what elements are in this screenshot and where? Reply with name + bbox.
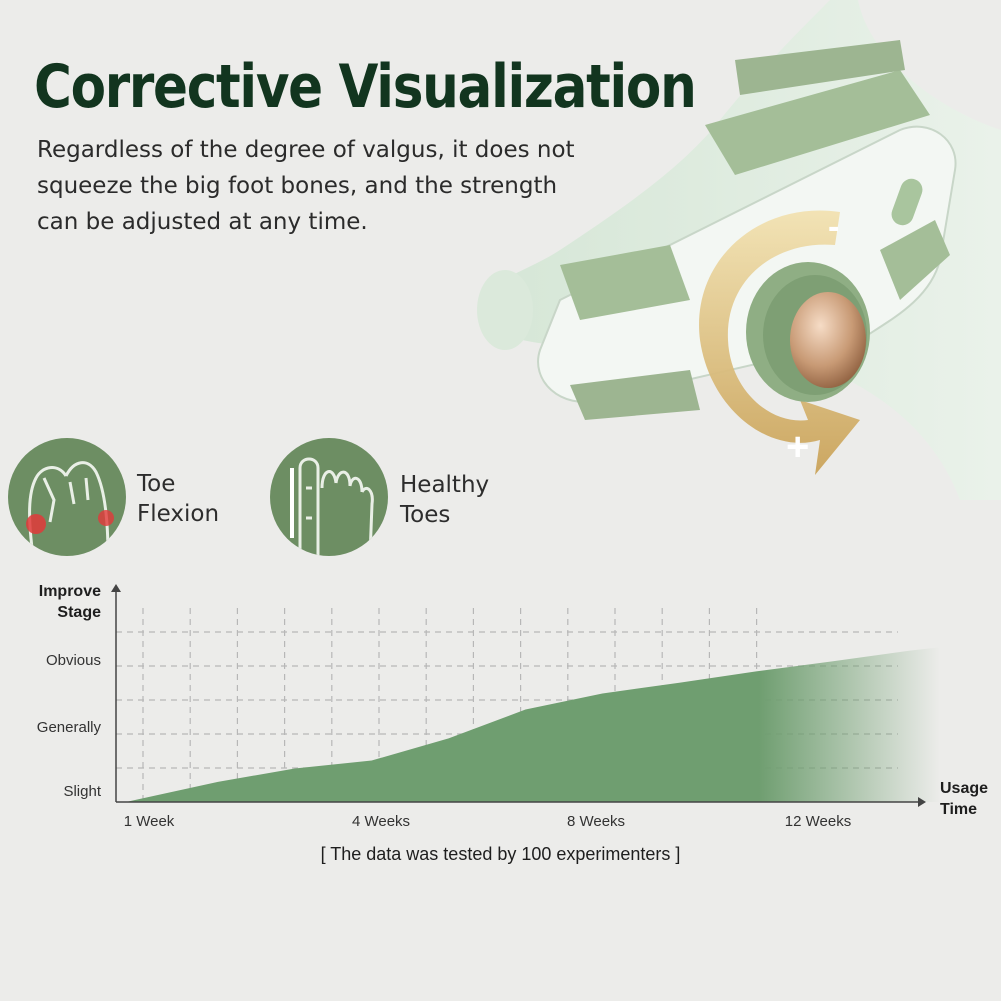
strap-right [880, 220, 950, 300]
x-tick-label: 4 Weeks [352, 813, 410, 830]
page-title: Corrective Visualization [34, 52, 697, 122]
description-line-2: squeeze the big foot bones, and the stre… [37, 173, 558, 199]
healthy-toes-line-2: Toes [400, 502, 451, 528]
y-tick-label: Obvious [46, 652, 101, 669]
description-line-1: Regardless of the degree of valgus, it d… [37, 137, 575, 163]
pain-highlight-right [98, 510, 114, 526]
x-tick-label: 12 Weeks [785, 813, 851, 830]
y-axis-arrow-icon [111, 584, 121, 592]
product-illustration: - + [477, 0, 1001, 500]
improvement-chart: Improve Stage Usage Time Slight Generally… [37, 583, 988, 830]
improvement-area [116, 647, 940, 802]
chart-footnote: [ The data was tested by 100 experimente… [320, 844, 681, 864]
x-axis-title-line-1: Usage [940, 780, 988, 797]
toe-flexion-line-2: Flexion [137, 501, 220, 527]
y-tick-label: Slight [63, 783, 101, 800]
minus-sign: - [828, 208, 839, 246]
healthy-toes-badge [270, 438, 388, 556]
healthy-toes-line-1: Healthy [400, 472, 490, 498]
adjust-knob[interactable] [746, 262, 870, 402]
plus-sign: + [786, 425, 809, 469]
toe-flexion-badge [8, 438, 126, 556]
strap-toe [560, 245, 700, 420]
healthy-foot-icon [290, 457, 374, 556]
y-axis-title-line-1: Improve [39, 583, 101, 600]
x-axis-title-line-2: Time [940, 801, 977, 818]
bunion-foot-icon [26, 461, 114, 556]
adjust-arrow: - + [699, 208, 860, 476]
x-tick-label: 8 Weeks [567, 813, 625, 830]
description-line-3: can be adjusted at any time. [37, 209, 368, 235]
x-axis-arrow-icon [918, 797, 926, 807]
y-axis-title-line-2: Stage [57, 604, 101, 621]
y-tick-label: Generally [37, 719, 102, 736]
healthy-toes-label: Healthy Toes [400, 470, 489, 530]
toe-flexion-line-1: Toe [137, 471, 176, 497]
pain-highlight-left [26, 514, 46, 534]
strap-top [705, 40, 930, 175]
x-tick-label: 1 Week [124, 813, 175, 830]
toe-flexion-label: Toe Flexion [137, 469, 219, 529]
x-tick-labels: 1 Week 4 Weeks 8 Weeks 12 Weeks [124, 813, 852, 830]
chart-axes [111, 584, 926, 807]
description: Regardless of the degree of valgus, it d… [37, 132, 637, 240]
y-tick-labels: Slight Generally Obvious [37, 652, 102, 800]
